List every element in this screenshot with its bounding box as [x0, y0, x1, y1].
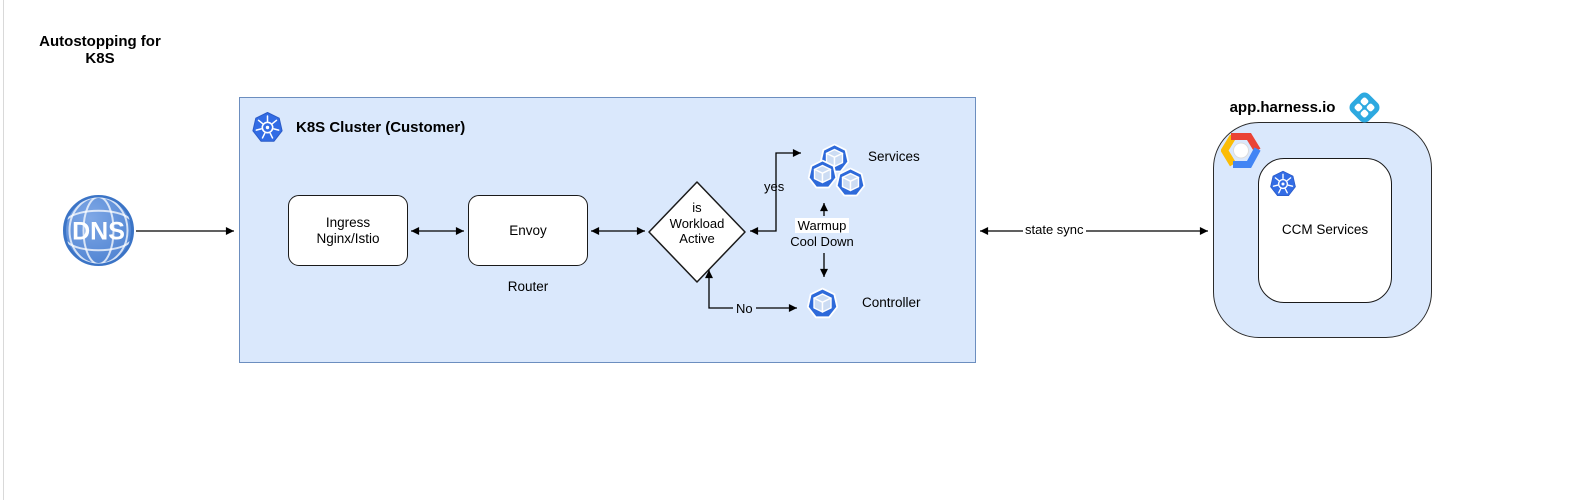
decision-diamond-text: is Workload Active — [647, 200, 747, 247]
cooldown-label: Cool Down — [790, 234, 854, 249]
ccm-services-label: CCM Services — [1281, 222, 1369, 237]
edge-decision-controller-no — [705, 270, 797, 312]
k8s-cluster-title: K8S Cluster (Customer) — [296, 119, 466, 136]
controller-pod-icon — [806, 287, 839, 319]
window-edge-line — [3, 0, 4, 500]
decision-line1: is — [692, 200, 702, 215]
envoy-node: Envoy — [468, 195, 588, 266]
decision-line3: Active — [679, 231, 715, 246]
decision-line2: Workload — [669, 215, 725, 231]
page-title-line1: Autostopping for — [39, 33, 161, 50]
page-title: Autostopping for K8S — [24, 33, 176, 67]
harness-logo-icon — [1349, 92, 1380, 123]
warmup-label: Warmup — [794, 218, 850, 233]
router-caption: Router — [507, 279, 549, 294]
ingress-label-line1: Ingress — [325, 214, 371, 230]
no-edge-label: No — [733, 301, 756, 316]
kubernetes-icon — [252, 112, 283, 142]
kubernetes-icon-small — [1270, 170, 1296, 197]
dns-label: DNS — [72, 218, 125, 246]
ingress-node: Ingress Nginx/Istio — [288, 195, 408, 266]
state-sync-label: state sync — [1023, 222, 1086, 237]
harness-domain-title: app.harness.io — [1229, 99, 1336, 116]
services-label: Services — [868, 149, 920, 164]
decision-diamond — [648, 181, 746, 283]
yes-edge-label: yes — [764, 179, 785, 194]
globe-lines-icon — [66, 197, 131, 264]
services-pods-icon — [807, 143, 866, 197]
warmup-cooldown-label: Warmup Cool Down — [762, 218, 882, 250]
page-title-line2: K8S — [85, 50, 115, 67]
google-cloud-icon — [1221, 133, 1261, 168]
edge-decision-services-yes — [750, 149, 801, 235]
dns-globe-node: DNS — [63, 195, 134, 266]
envoy-label: Envoy — [509, 222, 547, 238]
controller-label: Controller — [862, 295, 921, 310]
pod-icon — [807, 159, 838, 189]
ingress-label-line2: Nginx/Istio — [316, 230, 380, 246]
pod-icon — [835, 167, 866, 197]
